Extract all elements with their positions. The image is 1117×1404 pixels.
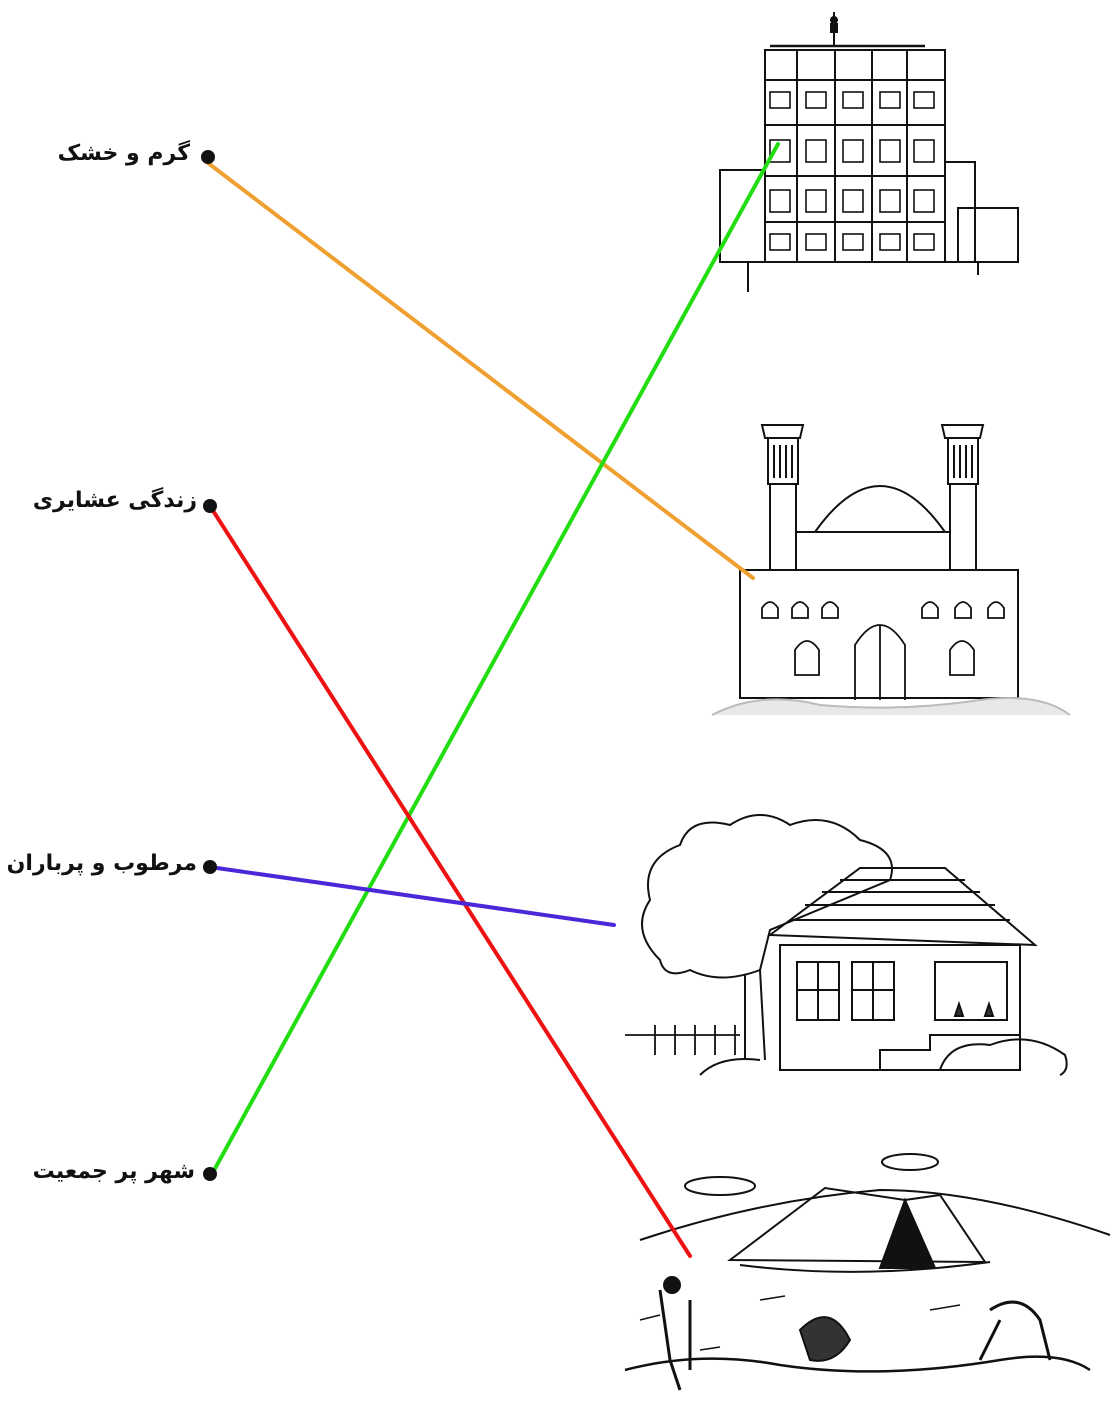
bullet-dot-hot-dry[interactable]	[201, 150, 215, 164]
connector-hot-dry	[206, 161, 755, 580]
windcatcher-house-picture[interactable]	[711, 424, 1071, 716]
bullet-dot-populated-city[interactable]	[203, 1167, 217, 1181]
label-humid-rainy: مرطوب و پرباران	[6, 851, 197, 876]
connector-populated-city	[210, 142, 780, 1176]
connector-humid-rainy	[208, 865, 616, 927]
label-populated-city: شهر پر جمعیت	[32, 1159, 195, 1184]
label-hot-dry: گرم و خشک	[57, 141, 190, 166]
apartment-building-picture[interactable]	[719, 12, 1019, 292]
bullet-dot-nomadic[interactable]	[203, 499, 217, 513]
nomad-tent-picture[interactable]	[624, 1153, 1111, 1391]
connector-nomadic	[208, 504, 692, 1258]
bullet-dot-humid-rainy[interactable]	[203, 860, 217, 874]
label-nomadic: زندگی عشایری	[32, 488, 197, 513]
village-house-picture[interactable]	[625, 814, 1068, 1076]
